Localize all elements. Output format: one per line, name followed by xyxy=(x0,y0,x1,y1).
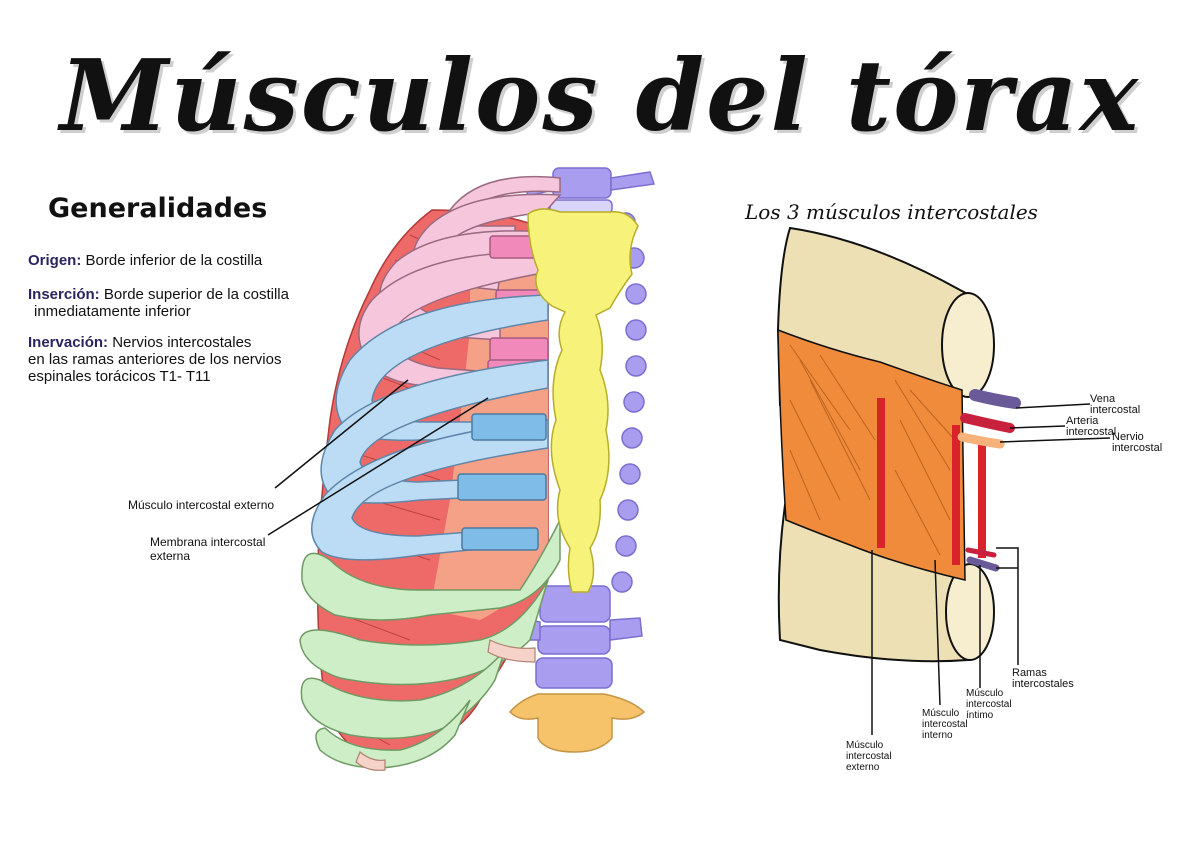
middle-ribs xyxy=(310,294,549,561)
label-interno-1: Músculo xyxy=(922,708,960,719)
sternum xyxy=(527,208,639,593)
label-vena-intercostal: Vena intercostal xyxy=(1090,394,1140,416)
origen-key: Origen: xyxy=(28,252,82,269)
inervacion-text: Inervación: Nervios intercostales en las… xyxy=(28,334,281,385)
label-intimo-3: íntimo xyxy=(966,710,994,721)
upper-ribs xyxy=(358,175,562,389)
inervacion-value-2: en las ramas anteriores de los nervios xyxy=(28,351,282,368)
label-ramas-2: intercostales xyxy=(1012,678,1074,690)
inervacion-key: Inervación: xyxy=(28,334,109,351)
label-nervio-intercostal: Nervio intercostal xyxy=(1112,432,1162,454)
label-membrana-line-1: Membrana intercostal xyxy=(150,535,266,549)
label-vena-1: Vena xyxy=(1090,393,1116,405)
label-arteria-intercostal: Arteria intercostal xyxy=(1066,416,1116,438)
insercion-key: Inserción: xyxy=(28,286,100,303)
intercostales-heading: Los 3 músculos intercostales xyxy=(745,200,1038,224)
insercion-value-2: inmediatamente inferior xyxy=(34,303,191,320)
label-intimo-2: intercostal xyxy=(966,699,1012,710)
origen-text: Origen: Borde inferior de la costilla xyxy=(28,252,262,269)
vena-intercostal xyxy=(969,389,1021,409)
label-membrana-intercostal: Membrana intercostal externa xyxy=(150,535,265,563)
inervacion-value-3: espinales torácicos T1- T11 xyxy=(28,368,211,385)
label-externo-2: intercostal xyxy=(846,751,892,762)
ramas-vein xyxy=(966,556,1000,572)
generalidades-heading: Generalidades xyxy=(48,193,268,224)
nervio-intercostal xyxy=(957,432,1005,449)
sacrum xyxy=(508,693,646,753)
label-externo-3: externo xyxy=(846,762,880,773)
label-interno-2: intercostal xyxy=(922,719,968,730)
label-arteria-1: Arteria xyxy=(1066,415,1099,427)
label-ramas-1: Ramas xyxy=(1012,667,1047,679)
label-externo-1: Músculo xyxy=(846,740,884,751)
intercostal-muscle-band xyxy=(777,328,966,581)
label-musculo-intercostal-externo-right: Músculo intercostal externo xyxy=(846,740,892,773)
label-arteria-2: intercostal xyxy=(1066,426,1117,438)
label-vena-2: intercostal xyxy=(1090,404,1141,416)
origen-value: Borde inferior de la costilla xyxy=(85,252,263,269)
label-membrana-line-2: externa xyxy=(150,549,191,563)
label-intimo-1: Músculo xyxy=(966,688,1004,699)
intercostal-vessel-strips xyxy=(877,398,986,565)
upper-rib-section xyxy=(941,292,995,398)
label-musculo-intercostal-interno: Músculo intercostal interno xyxy=(922,708,968,741)
ramas-artery xyxy=(965,547,997,558)
page-title: Músculos del tórax xyxy=(59,39,1141,154)
insercion-text: Inserción: Borde superior de la costilla… xyxy=(28,286,289,320)
insercion-value: Borde superior de la costilla xyxy=(103,286,289,303)
lower-rib-section xyxy=(945,563,995,661)
lower-ribs xyxy=(299,519,561,769)
label-nervio-2: intercostal xyxy=(1112,442,1163,454)
inervacion-value: Nervios intercostales xyxy=(112,334,252,351)
label-lines-right xyxy=(871,403,1111,735)
label-ramas-intercostales: Ramas intercostales xyxy=(1012,668,1074,690)
label-externo-line xyxy=(274,379,409,489)
arteria-intercostal xyxy=(960,413,1015,433)
muscle-fibers-right xyxy=(789,344,956,556)
label-interno-3: interno xyxy=(922,730,953,741)
label-membrana-line xyxy=(267,397,489,536)
middle-costal-cartilages xyxy=(457,413,547,551)
label-musculo-intercostal-externo: Músculo intercostal externo xyxy=(128,498,275,512)
label-nervio-1: Nervio xyxy=(1112,431,1144,443)
label-musculo-intercostal-intimo: Músculo intercostal íntimo xyxy=(966,688,1012,721)
floating-ribs xyxy=(355,639,536,771)
